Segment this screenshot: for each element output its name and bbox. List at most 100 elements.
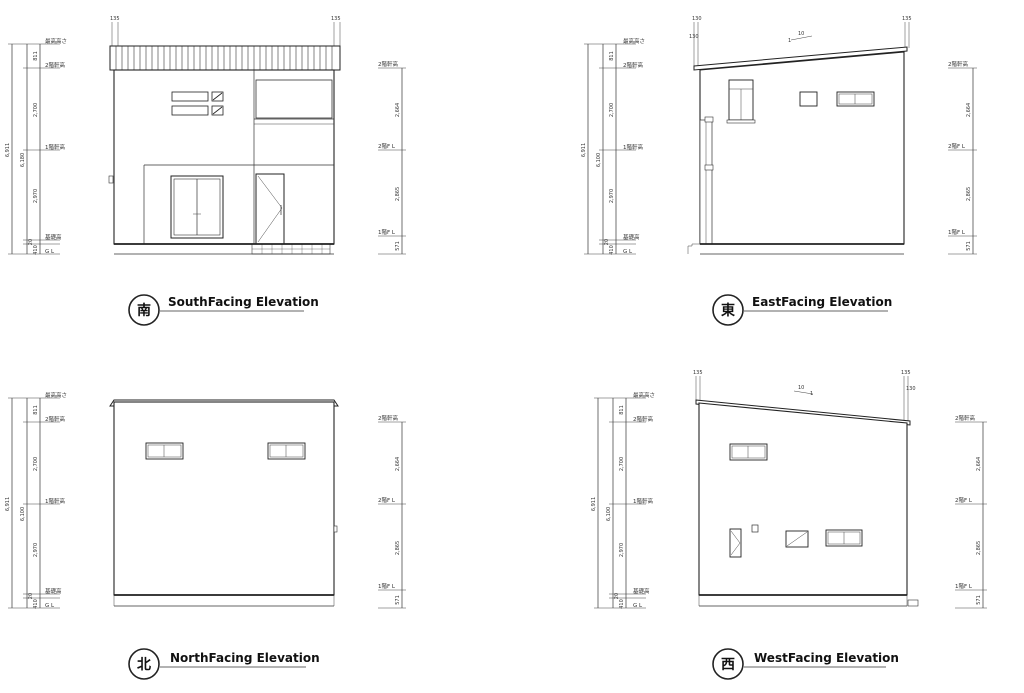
south-right-seg-0: 2,664 (395, 103, 401, 117)
east-elevation: 6,911 6,100 811 2,700 2,970 20 410 最高高さ … (581, 16, 977, 326)
west-top-dimensions: 135 135 130 10 1 (693, 370, 916, 422)
east-small-window (799, 91, 818, 107)
north-building (109, 399, 339, 607)
north-left-seg-3: 20 (28, 593, 34, 599)
south-left-seg-4: 410 (33, 245, 39, 255)
east-roof (693, 46, 908, 71)
north-vent (333, 525, 338, 533)
east-title: EastFacing Elevation (752, 295, 892, 309)
west-overhang-right-b: 130 (906, 386, 916, 392)
west-level-foundation: 基礎高 (633, 587, 650, 595)
west-slim-window (729, 528, 742, 558)
east-right-dimension-chain: 2,664 2,865 571 2階軒高 2階F L 1階F L (948, 60, 977, 255)
east-overhang-right: 135 (902, 16, 912, 22)
east-wide-window (836, 91, 875, 107)
west-right-level-1: 2階F L (955, 496, 973, 504)
east-level-2f-eave: 2階軒高 (623, 61, 643, 69)
west-left-total: 6,911 (591, 497, 597, 511)
north-right-seg-1: 2,865 (395, 541, 401, 555)
north-right-dimension-chain: 2,664 2,865 571 2階軒高 2階F L 1階F L (378, 414, 406, 609)
north-left-dimension-chain: 6,911 6,100 811 2,700 2,970 20 410 最高高さ … (5, 391, 67, 609)
south-right-seg-1: 2,865 (395, 187, 401, 201)
west-title-block: 西 WestFacing Elevation (712, 648, 899, 680)
west-left-seg-1: 2,700 (619, 457, 625, 471)
east-right-seg-1: 2,865 (966, 187, 972, 201)
east-left-upper: 6,100 (596, 153, 602, 167)
west-wall (698, 402, 908, 596)
south-left-seg-3: 20 (28, 239, 34, 245)
east-right-seg-0: 2,664 (966, 103, 972, 117)
south-title: SouthFacing Elevation (168, 295, 319, 309)
north-level-foundation: 基礎高 (45, 587, 62, 595)
east-left-seg-4: 410 (609, 245, 615, 255)
south-building (108, 45, 341, 255)
west-left-seg-0: 811 (619, 405, 625, 415)
west-left-seg-3: 20 (614, 593, 620, 599)
south-right-level-2: 1階F L (378, 228, 396, 236)
west-level-2f-eave: 2階軒高 (633, 415, 653, 423)
east-overhang-left-a: 130 (692, 16, 702, 22)
west-left-seg-2: 2,970 (619, 543, 625, 557)
west-upper-window (729, 443, 768, 461)
west-right-seg-1: 2,865 (976, 541, 982, 555)
west-elevation: 6,911 6,100 811 2,700 2,970 20 410 最高高さ … (591, 370, 987, 680)
south-badge-circle (128, 294, 160, 326)
east-building (687, 46, 908, 255)
north-title: NorthFacing Elevation (170, 651, 320, 665)
south-elevation: 6,911 6,180 811 2,700 2,970 20 410 最高高さ … (5, 16, 406, 326)
west-badge: 西 (721, 657, 735, 673)
south-right-seg-2: 571 (395, 241, 401, 251)
east-level-gl: G L (623, 249, 633, 255)
south-balcony-rail (255, 79, 333, 119)
north-level-top: 最高高さ (45, 391, 67, 399)
east-left-seg-1: 2,700 (609, 103, 615, 117)
west-badge-circle (712, 648, 744, 680)
south-left-total: 6,911 (5, 143, 11, 157)
east-right-level-0: 2階軒高 (948, 60, 968, 68)
north-elevation: 6,911 6,100 811 2,700 2,970 20 410 最高高さ … (5, 391, 406, 680)
west-building (695, 399, 919, 607)
south-badge: 南 (137, 302, 151, 319)
south-top-dimensions: 135 135 (110, 16, 341, 46)
north-left-upper: 6,100 (20, 507, 26, 521)
north-badge: 北 (137, 657, 151, 673)
north-right-seg-0: 2,664 (395, 457, 401, 471)
west-left-seg-4: 410 (619, 599, 625, 609)
west-left-upper: 6,100 (606, 507, 612, 521)
south-level-gl: G L (45, 249, 55, 255)
east-badge-circle (712, 294, 744, 326)
west-left-dimension-chain: 6,911 6,100 811 2,700 2,970 20 410 最高高さ … (591, 391, 655, 609)
east-left-seg-2: 2,970 (609, 189, 615, 203)
west-right-dimension-chain: 2,664 2,865 571 2階軒高 2階F L 1階F L (955, 414, 987, 609)
east-right-seg-2: 571 (966, 241, 972, 251)
north-wall (113, 401, 335, 596)
west-square-window (785, 530, 809, 548)
east-level-1f-eave: 1階軒高 (623, 143, 643, 151)
south-right-level-0: 2階軒高 (378, 60, 398, 68)
east-level-top: 最高高さ (623, 37, 645, 45)
west-right-level-2: 1階F L (955, 582, 973, 590)
north-right-level-0: 2階軒高 (378, 414, 398, 422)
south-level-foundation: 基礎高 (45, 233, 62, 241)
south-left-seg-0: 811 (33, 51, 39, 61)
east-tall-window (726, 79, 756, 124)
north-window-right (267, 442, 306, 460)
north-right-seg-2: 571 (395, 595, 401, 605)
south-level-top: 最高高さ (45, 37, 67, 45)
north-title-block: 北 NorthFacing Elevation (128, 648, 320, 680)
south-left-upper: 6,180 (20, 153, 26, 167)
east-top-dimensions: 130 130 135 10 1 (689, 16, 912, 66)
west-overhang-right-a: 135 (901, 370, 911, 376)
south-meter-box (108, 175, 114, 184)
west-right-level-0: 2階軒高 (955, 414, 975, 422)
north-level-1f-eave: 1階軒高 (45, 497, 65, 505)
east-left-seg-3: 20 (604, 239, 610, 245)
south-wall (113, 69, 335, 245)
south-right-dimension-chain: 2,664 2,865 571 2階軒高 2階F L 1階F L (378, 60, 406, 255)
east-roof-slope: 10 (798, 31, 804, 37)
east-roof-slope-base: 1 (788, 38, 791, 44)
north-left-seg-1: 2,700 (33, 457, 39, 471)
north-window-left (145, 442, 184, 460)
east-title-block: 東 EastFacing Elevation (712, 294, 892, 326)
